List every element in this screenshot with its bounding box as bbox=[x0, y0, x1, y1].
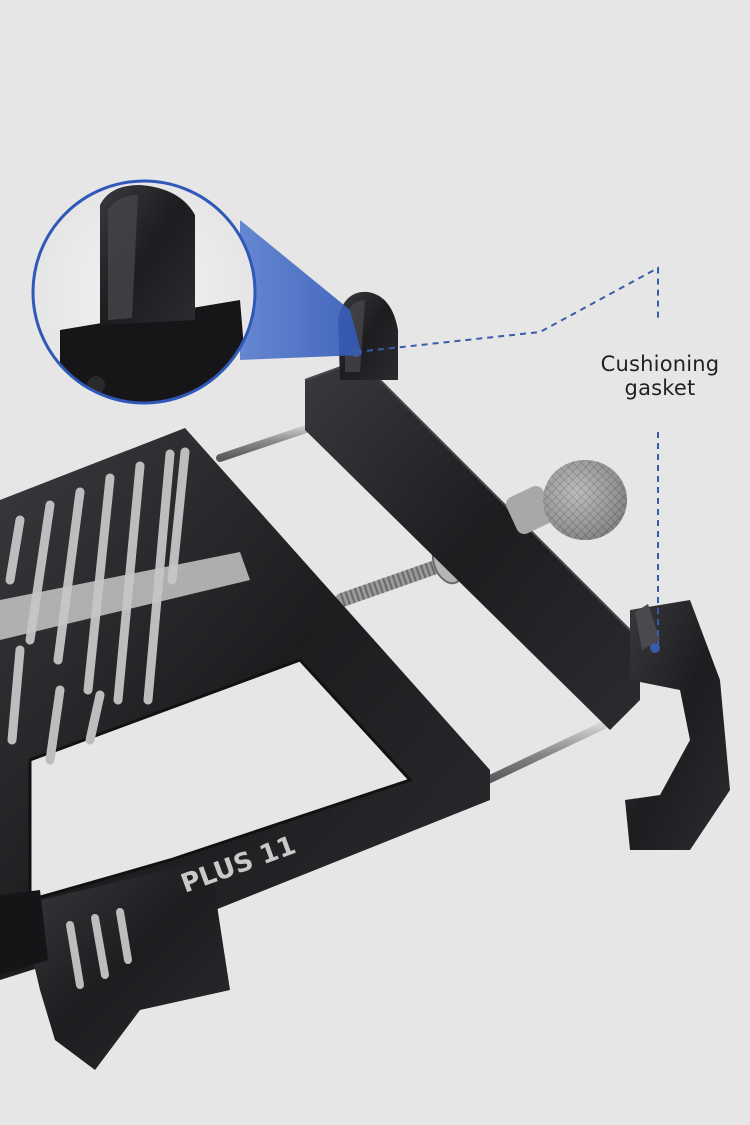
callout-line-2: gasket bbox=[624, 376, 696, 400]
callout-label: Cushioning gasket bbox=[560, 352, 750, 400]
callout-dot-lower bbox=[650, 643, 660, 653]
callout-line-1: Cushioning bbox=[600, 352, 720, 376]
adjustment-knob bbox=[506, 460, 627, 540]
right-jaw bbox=[625, 600, 730, 850]
gasket-zoom-inset bbox=[31, 179, 362, 405]
guide-rods bbox=[216, 421, 608, 784]
callout-dot-upper bbox=[351, 347, 361, 357]
main-plate bbox=[0, 428, 490, 1070]
